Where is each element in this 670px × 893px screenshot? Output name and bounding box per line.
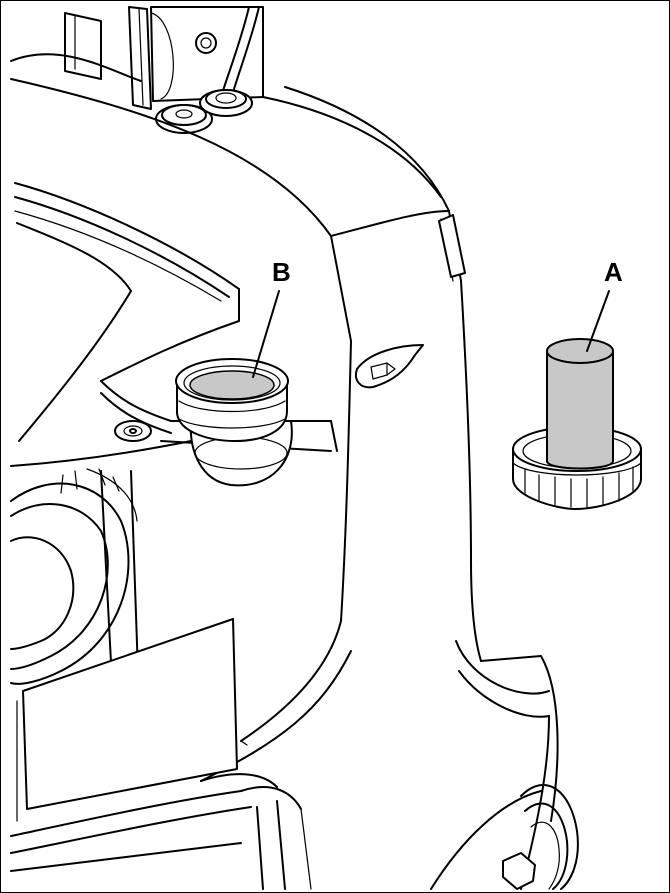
top-grommet-left [155,104,213,134]
callout-label-a: A [604,257,623,287]
top-bracket [64,6,264,110]
leader-line-a [586,290,610,352]
main-housing [10,53,559,822]
label-plate [16,618,238,822]
filter-cartridge [512,338,642,510]
tray-button [114,420,152,442]
wheel [430,715,579,890]
left-tray [10,182,338,467]
base-vents [10,773,312,890]
callout-label-b: B [272,257,291,287]
filler-neck [175,358,293,487]
leader-line-b [252,290,280,378]
top-grommet-right [199,89,253,117]
